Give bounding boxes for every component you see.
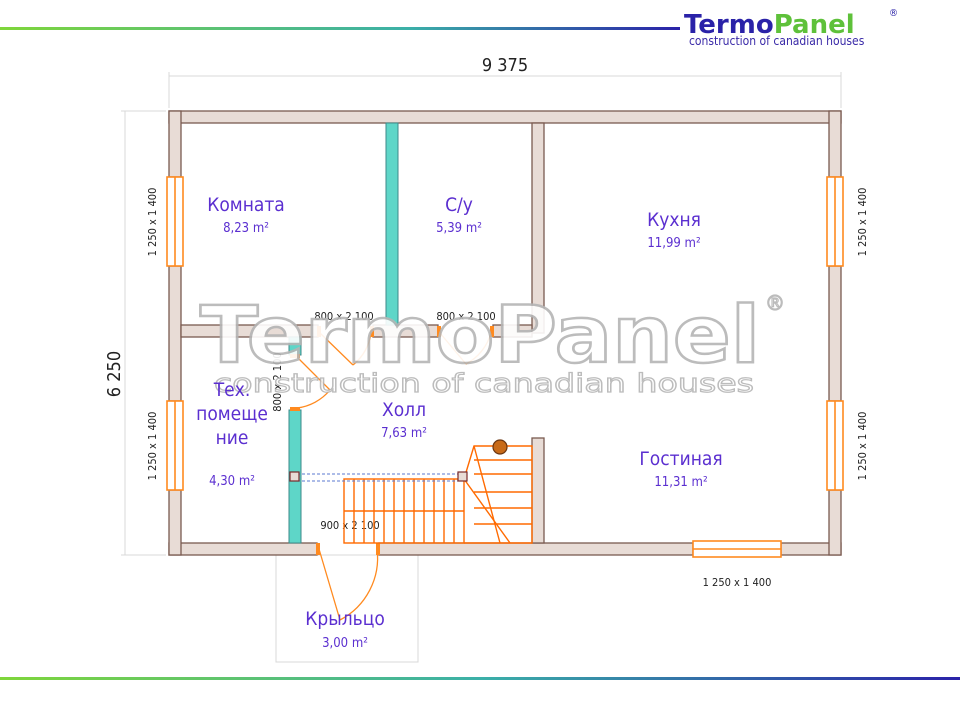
logo-tagline: construction of canadian houses (689, 34, 865, 48)
watermark-tagline: construction of canadian houses (214, 369, 754, 399)
logo-brand-panel: Panel (774, 10, 855, 40)
room-tech-name-line2: помеще (196, 403, 268, 425)
room-cu-name: С/у (445, 194, 473, 216)
windows (166, 176, 844, 558)
stair-post-left (289, 471, 300, 482)
dimension-lines (121, 72, 842, 556)
door-entry-dimension: 900 x 2 100 (320, 519, 379, 532)
room-gostinaya-area: 11,31 m² (654, 475, 707, 490)
window-left-top-dimension: 1 250 x 1 400 (146, 188, 159, 257)
logo: TermoPanel ® construction of canadian ho… (684, 8, 898, 48)
svg-text:TermoPanel: TermoPanel (684, 10, 855, 40)
interior-walls (180, 122, 545, 544)
room-kuhnya-name: Кухня (647, 209, 701, 231)
window-right-top-dimension: 1 250 x 1 400 (856, 188, 869, 257)
logo-brand-termo: Termo (684, 10, 774, 40)
overall-height-dimension: 6 250 (104, 351, 125, 397)
porch-outline (275, 554, 419, 663)
header-line (0, 27, 680, 30)
logo-registered: ® (889, 8, 898, 19)
room-kuhnya-area: 11,99 m² (647, 236, 700, 251)
room-cu-area: 5,39 m² (436, 221, 482, 236)
stair-post-right (457, 471, 468, 482)
room-holl-name: Холл (382, 399, 426, 421)
door-tech-dimension: 800 x 2 100 (271, 352, 284, 411)
room-krylco-name: Крыльцо (305, 608, 385, 630)
door-komnata-dimension: 800 x 2 100 (314, 310, 373, 323)
room-holl-area: 7,63 m² (381, 426, 427, 441)
window-bottom-dimension: 1 250 x 1 400 (703, 576, 772, 589)
room-komnata-area: 8,23 m² (223, 221, 269, 236)
window-left-bottom-dimension: 1 250 x 1 400 (146, 412, 159, 481)
room-tech-name-line1: Тех. (213, 379, 251, 401)
room-gostinaya-name: Гостиная (639, 448, 722, 470)
room-komnata-name: Комната (207, 194, 285, 216)
stair-landing-lines (297, 473, 459, 482)
outer-walls (168, 110, 842, 556)
stair-newel-post (492, 439, 508, 455)
watermark: TermoPanel ® construction of canadian ho… (199, 290, 786, 400)
overall-width-dimension: 9 375 (482, 55, 528, 76)
door-jambs (290, 326, 494, 555)
room-tech-area: 4,30 m² (209, 474, 255, 489)
door-cu-dimension: 800 x 2 100 (436, 310, 495, 323)
doors (296, 332, 492, 621)
room-krylco-area: 3,00 m² (322, 636, 368, 651)
footer-line (0, 677, 960, 680)
staircase (343, 445, 533, 544)
room-tech-name-line3: ние (216, 427, 249, 449)
watermark-text: TermoPanel (200, 291, 760, 381)
watermark-registered: ® (765, 291, 785, 315)
window-right-bottom-dimension: 1 250 x 1 400 (856, 412, 869, 481)
